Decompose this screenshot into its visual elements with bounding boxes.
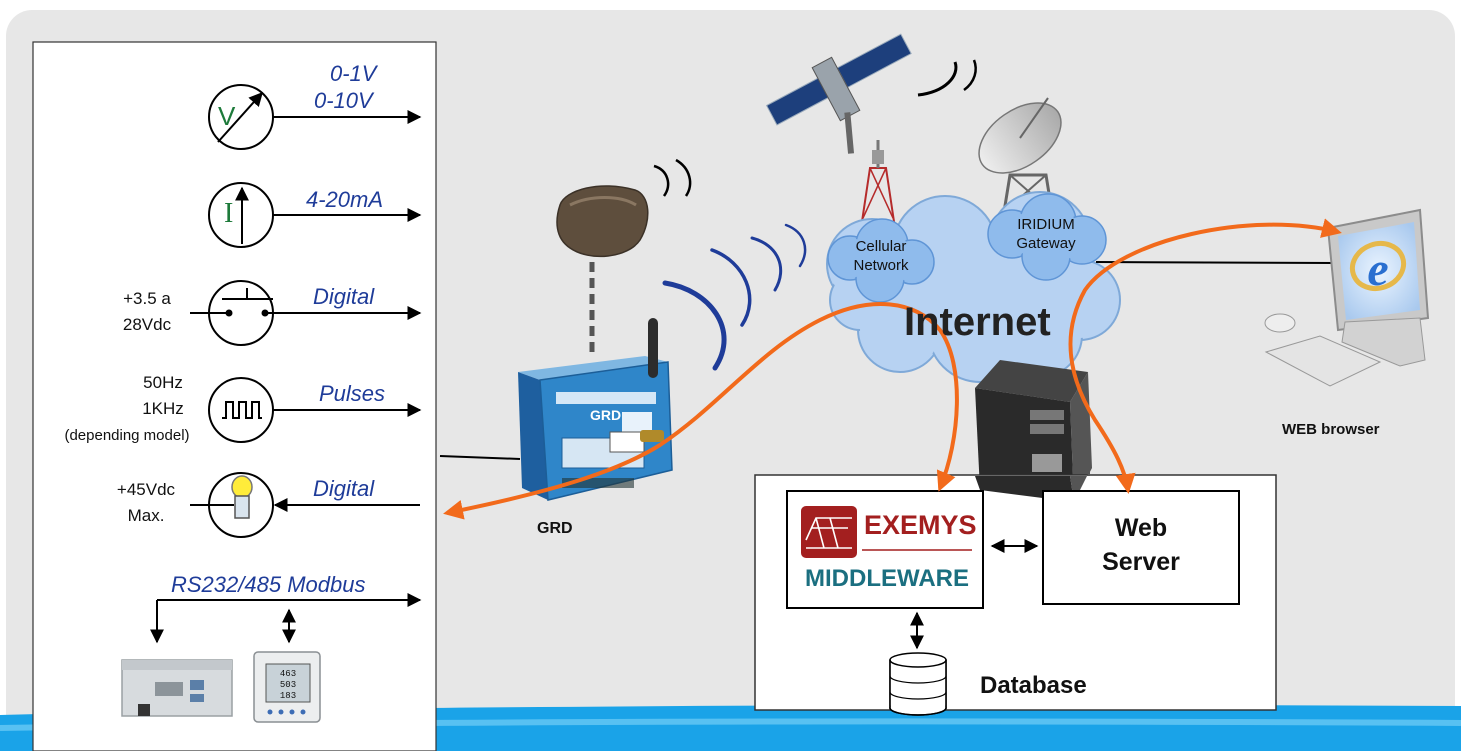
grd-label: GRD: [537, 520, 573, 537]
digital-output-spec-2: Max.: [127, 506, 165, 525]
plc-device-icon: [121, 659, 233, 717]
voltage-range-label-2: 0-10V: [314, 88, 373, 113]
serial-bus-label: RS232/485 Modbus: [171, 572, 366, 597]
iridium-gateway-label: IRIDIUM Gateway: [1016, 216, 1076, 252]
satellite-icon: [765, 33, 912, 154]
ammeter-icon: [208, 182, 422, 248]
voltage-range-label-1: 0-1V: [330, 61, 377, 86]
computer-icon: [1264, 208, 1430, 387]
internet-explorer-icon: e: [1349, 240, 1407, 296]
web-browser-label: WEB browser: [1282, 421, 1380, 438]
pulses-spec-1: 50Hz: [143, 373, 183, 392]
pulses-label: Pulses: [319, 381, 386, 406]
database-icon: [889, 652, 947, 716]
digital-input-label: Digital: [313, 284, 375, 309]
digital-output-spec-1: +45Vdc: [116, 480, 176, 499]
grd-face-label: GRD: [590, 407, 621, 423]
svg-text:463: 463: [280, 669, 296, 679]
internet-browser-link: [1095, 261, 1337, 264]
pulse-icon: [208, 377, 422, 443]
web-server-label: Web Server: [1102, 514, 1180, 576]
external-antenna-icon: [556, 185, 649, 258]
digital-input-spec-2: 28Vdc: [122, 315, 172, 334]
digital-input-spec-1: +3.5 a: [123, 289, 171, 308]
grd-panel-link: [439, 455, 521, 460]
lamp-icon: [190, 472, 420, 538]
serial-bus: [150, 593, 422, 644]
flow-arrow-browser-webserver: [1068, 218, 1342, 494]
voltmeter-icon: [208, 84, 422, 150]
pulses-spec-2: 1KHz: [142, 399, 184, 418]
current-range-label: 4-20mA: [306, 187, 384, 212]
internet-label: Internet: [904, 300, 1051, 344]
svg-text:503: 503: [280, 680, 296, 690]
flow-arrow-grd-middleware: [443, 302, 959, 520]
digital-output-label: Digital: [313, 476, 375, 501]
svg-text:e: e: [1367, 243, 1388, 296]
switch-icon: [190, 280, 422, 346]
server-tower-icon: [975, 360, 1092, 502]
cellular-network-label: Cellular Network: [853, 238, 909, 274]
exemys-logo-icon: [801, 506, 857, 558]
power-meter-icon: 463 503 183: [253, 651, 321, 723]
ammeter-letter: I: [224, 198, 234, 229]
web-server-box: [1042, 490, 1240, 605]
middleware-brand-label: EXEMYS: [864, 510, 977, 540]
radio-waves-icon: [662, 223, 807, 371]
database-label: Database: [980, 672, 1087, 699]
svg-text:183: 183: [280, 691, 296, 701]
middleware-label: MIDDLEWARE: [805, 565, 969, 592]
pulses-spec-3: (depending model): [64, 427, 190, 444]
voltmeter-letter: V: [218, 101, 236, 131]
